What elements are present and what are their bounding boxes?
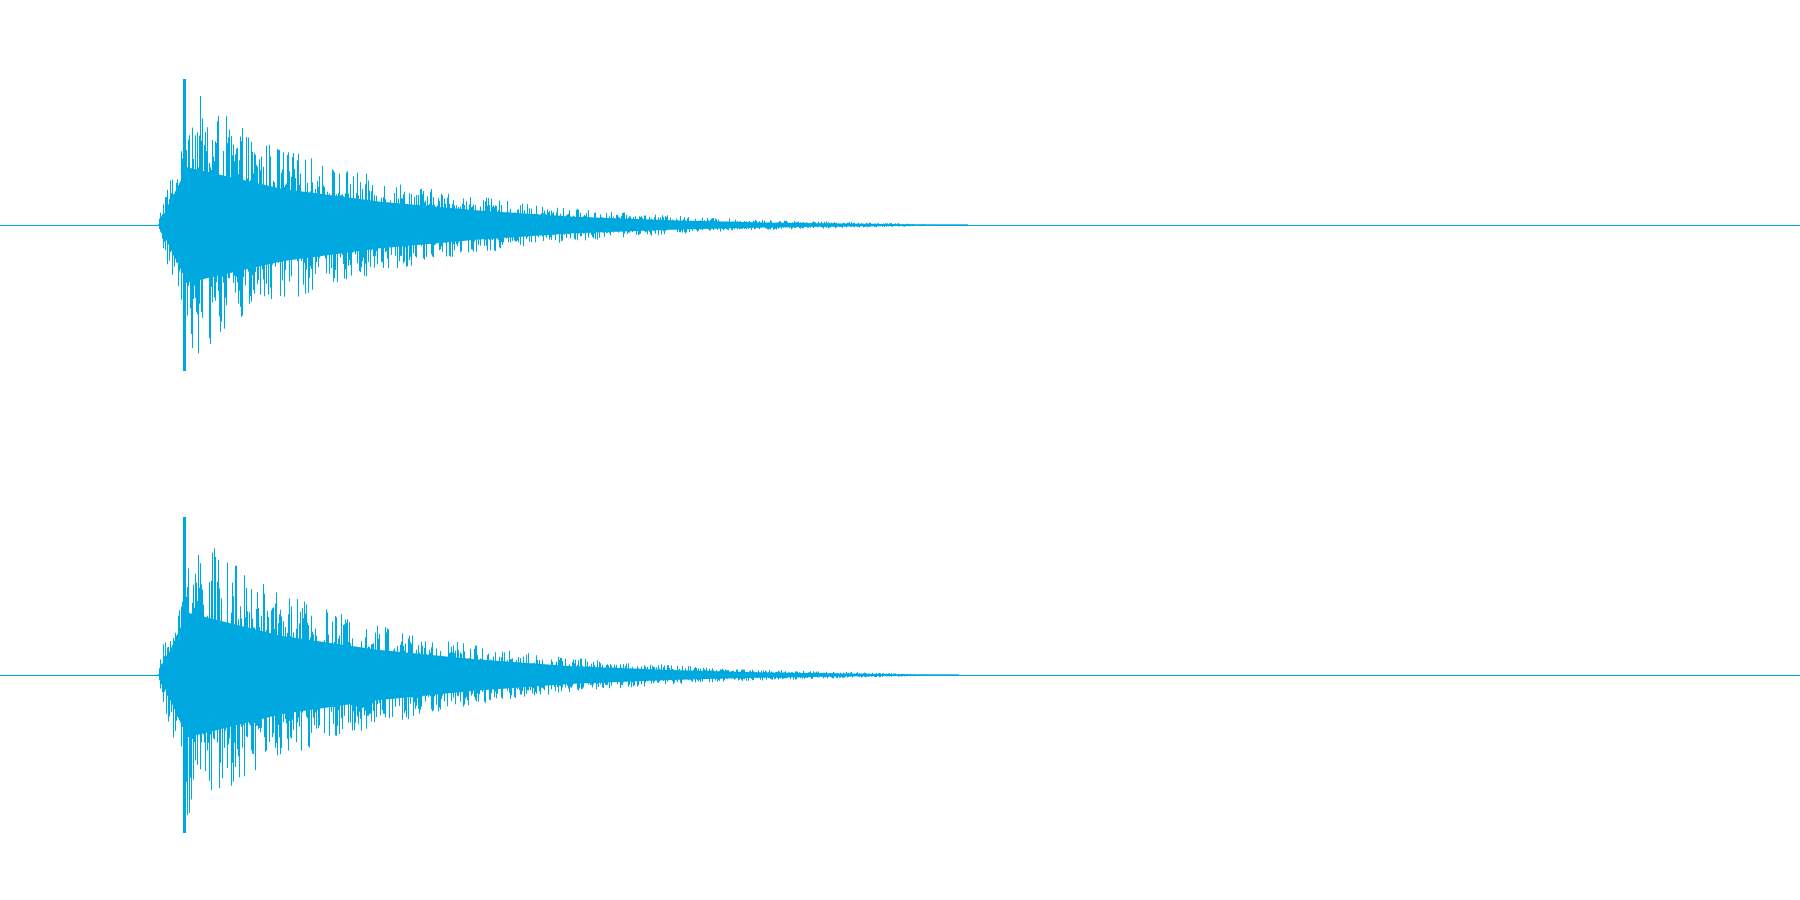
waveform-channels [0,79,1800,833]
channel-1 [0,79,1800,371]
channel-1-core [157,166,969,284]
channel-2-core [157,611,960,739]
channel-2 [0,517,1800,833]
